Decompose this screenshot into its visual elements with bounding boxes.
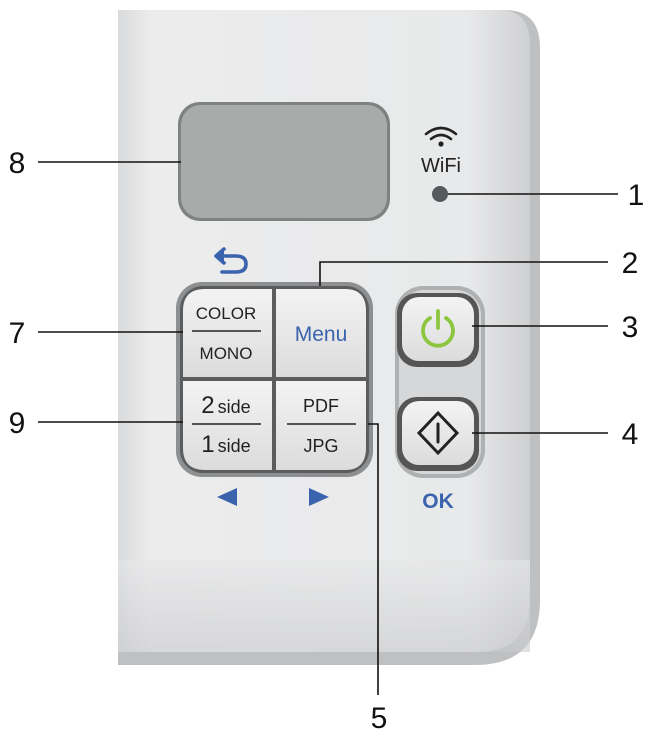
- menu-label: Menu: [295, 323, 348, 346]
- callout-lines: [38, 161, 618, 695]
- callout-9: 9: [9, 407, 26, 440]
- duplex-top-number: 2: [201, 392, 214, 419]
- power-button[interactable]: [397, 293, 479, 367]
- lcd-display: [178, 102, 390, 221]
- triangle-left-icon: [217, 488, 237, 506]
- ok-label: OK: [422, 490, 454, 513]
- callout-4: 4: [622, 418, 639, 451]
- wifi-icon-dot: [438, 141, 444, 147]
- color-mono-button[interactable]: COLOR MONO: [183, 289, 272, 377]
- jpg-label: JPG: [303, 436, 338, 456]
- wifi-label: WiFi: [421, 155, 461, 177]
- wifi-icon: [424, 126, 458, 141]
- format-button[interactable]: PDF JPG: [276, 381, 366, 470]
- callout-2: 2: [622, 247, 639, 280]
- callout-7: 7: [9, 317, 26, 350]
- duplex-top-text: side: [218, 397, 251, 417]
- pdf-label: PDF: [303, 396, 339, 416]
- duplex-bottom-number: 1: [201, 431, 214, 458]
- callout-1: 1: [628, 179, 645, 212]
- callout-5: 5: [371, 702, 388, 735]
- triangle-right-icon: [309, 488, 329, 506]
- start-diamond-icon: [416, 410, 460, 456]
- back-arrow-icon: [214, 247, 248, 274]
- callout-3: 3: [622, 311, 639, 344]
- callout-8: 8: [9, 147, 26, 180]
- power-icon: [421, 309, 455, 348]
- wifi-led: [432, 186, 448, 202]
- menu-button[interactable]: Menu: [276, 289, 366, 377]
- start-button[interactable]: [397, 397, 479, 471]
- mono-label: MONO: [200, 344, 253, 363]
- color-label: COLOR: [196, 304, 256, 323]
- duplex-bottom-text: side: [218, 436, 251, 456]
